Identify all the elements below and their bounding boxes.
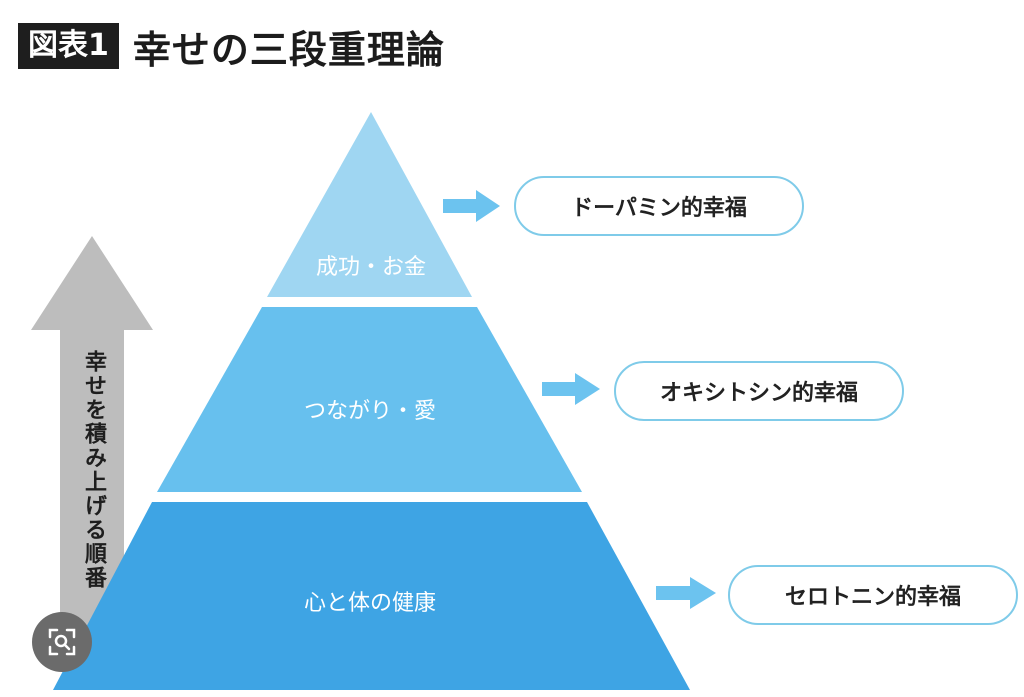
pyramid-tier-top	[267, 112, 472, 297]
tier-label-bottom: 心と体の健康	[303, 591, 436, 616]
tier-label-middle: つながり・愛	[303, 399, 436, 424]
side-arrow-label: 幸せを積み上げる順番	[81, 350, 106, 590]
image-search-icon[interactable]	[32, 612, 92, 672]
lens-glyph	[48, 628, 76, 656]
outcome-serotonin: セロトニン的幸福	[728, 565, 1018, 625]
figure-tag: 図表1	[18, 23, 119, 69]
figure-title: 幸せの三段重理論	[132, 27, 445, 72]
connector-arrow-middle	[542, 373, 600, 405]
title-row: 図表1 幸せの三段重理論	[18, 18, 445, 74]
connector-arrow-top	[443, 190, 500, 222]
outcome-dopamine: ドーパミン的幸福	[514, 176, 804, 236]
connector-arrow-bottom	[656, 577, 716, 609]
tier-label-top: 成功・お金	[315, 255, 426, 280]
side-up-arrow	[31, 236, 153, 650]
pyramid-tier-middle	[157, 307, 582, 492]
outcome-oxytocin: オキシトシン的幸福	[614, 361, 904, 421]
pyramid-tier-bottom	[53, 502, 690, 690]
